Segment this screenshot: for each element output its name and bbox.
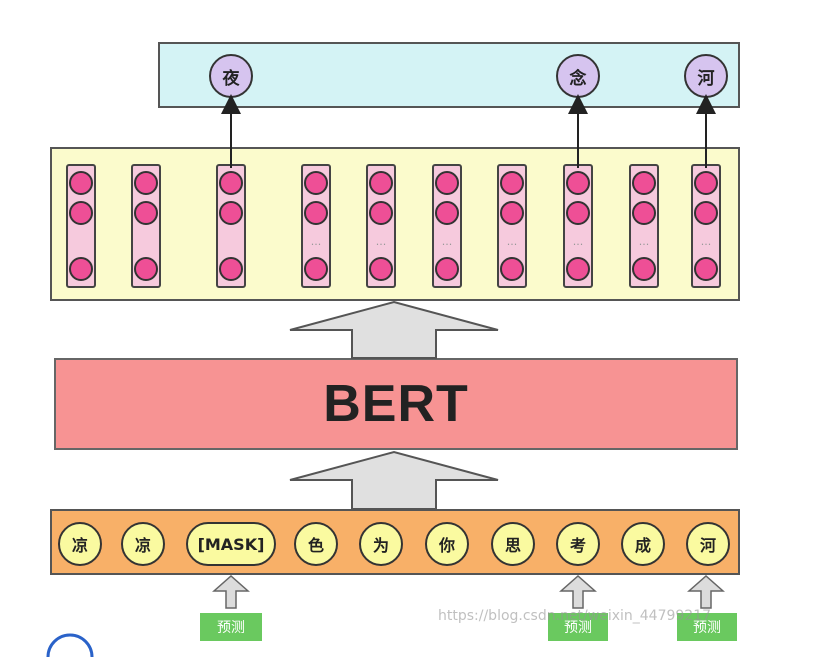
hidden-unit: [632, 257, 656, 281]
input-token-3: 色: [294, 522, 338, 566]
hidden-state-column: [131, 164, 161, 288]
input-token-4: 为: [359, 522, 403, 566]
hidden-unit: [500, 201, 524, 225]
hidden-unit: [694, 171, 718, 195]
hidden-unit: [304, 201, 328, 225]
hidden-unit: [369, 257, 393, 281]
hidden-unit: [304, 257, 328, 281]
ellipsis-marker: ···: [441, 238, 453, 251]
hidden-state-column: ···: [366, 164, 396, 288]
hidden-unit: [566, 171, 590, 195]
output-token-0: 夜: [209, 54, 253, 98]
hidden-unit: [435, 201, 459, 225]
hidden-unit: [219, 171, 243, 195]
hidden-unit: [500, 171, 524, 195]
predict-tag-1: 预测: [548, 613, 608, 641]
hidden-unit: [369, 171, 393, 195]
output-token-1: 念: [556, 54, 600, 98]
hidden-unit: [134, 201, 158, 225]
hidden-state-column: [216, 164, 246, 288]
hidden-state-column: ···: [432, 164, 462, 288]
hidden-unit: [500, 257, 524, 281]
hidden-unit: [632, 171, 656, 195]
hidden-unit: [369, 201, 393, 225]
input-token-8: 成: [621, 522, 665, 566]
hidden-unit: [566, 201, 590, 225]
input-token-0: 凉: [58, 522, 102, 566]
corner-logo-arc: [46, 633, 94, 657]
ellipsis-marker: ···: [506, 238, 518, 251]
predict-tag-0: 预测: [200, 613, 262, 641]
hidden-unit: [435, 171, 459, 195]
ellipsis-marker: ···: [572, 238, 584, 251]
block-arrow-lower: [289, 450, 499, 510]
bert-label: BERT: [323, 375, 469, 433]
ellipsis-marker: ···: [375, 238, 387, 251]
block-arrow-upper: [289, 300, 499, 359]
hidden-unit: [566, 257, 590, 281]
hidden-unit: [134, 171, 158, 195]
hidden-unit: [304, 171, 328, 195]
hidden-state-column: ···: [301, 164, 331, 288]
hidden-state-column: [66, 164, 96, 288]
hidden-state-column: ···: [691, 164, 721, 288]
input-token-7: 考: [556, 522, 600, 566]
ellipsis-marker: ···: [310, 238, 322, 251]
hidden-unit: [69, 257, 93, 281]
hidden-state-column: ···: [563, 164, 593, 288]
input-token-5: 你: [425, 522, 469, 566]
hidden-unit: [219, 257, 243, 281]
hidden-state-column: ···: [629, 164, 659, 288]
ellipsis-marker: ···: [700, 238, 712, 251]
input-token-9: 河: [686, 522, 730, 566]
predict-arrow-2: [687, 574, 725, 609]
output-panel: [158, 42, 740, 108]
hidden-state-column: ···: [497, 164, 527, 288]
input-token-mask: [MASK]: [186, 522, 276, 566]
input-token-6: 思: [491, 522, 535, 566]
hidden-unit: [694, 257, 718, 281]
hidden-unit: [632, 201, 656, 225]
hidden-unit: [69, 201, 93, 225]
hidden-unit: [694, 201, 718, 225]
hidden-unit: [69, 171, 93, 195]
predict-arrow-0: [212, 574, 250, 609]
hidden-unit: [134, 257, 158, 281]
hidden-unit: [435, 257, 459, 281]
predict-tag-2: 预测: [677, 613, 737, 641]
ellipsis-marker: ···: [638, 238, 650, 251]
hidden-unit: [219, 201, 243, 225]
input-token-1: 凉: [121, 522, 165, 566]
predict-arrow-1: [559, 574, 597, 609]
watermark-text: https://blog.csdn.net/weixin_44799217: [438, 608, 712, 624]
